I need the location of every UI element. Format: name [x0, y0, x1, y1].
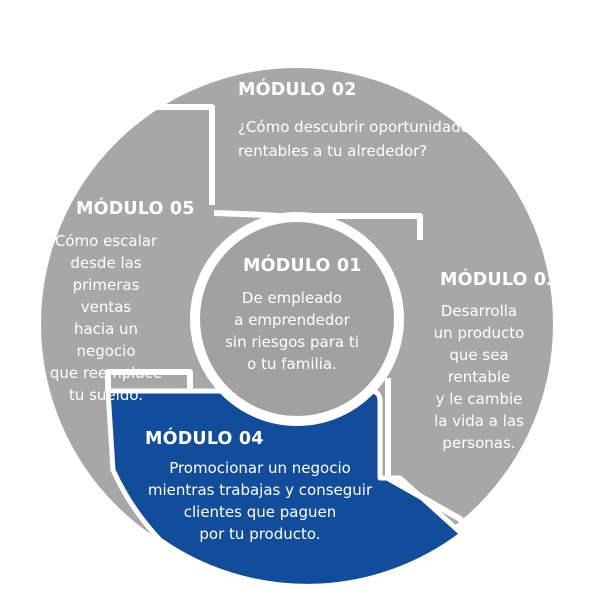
module-05-title: MÓDULO 05 [76, 199, 195, 219]
module-01-title: MÓDULO 01 [243, 256, 362, 276]
separator-05-02 [95, 104, 215, 205]
module-02-text: ¿Cómo descubrir oportunidades rentables … [238, 118, 478, 160]
module-02-title: MÓDULO 02 [238, 80, 357, 100]
module-05-text: Cómo escalar desde las primeras ventas h… [49, 232, 163, 404]
module-04-title: MÓDULO 04 [145, 429, 264, 449]
center-circle [190, 212, 404, 426]
separator-05-04 [105, 369, 193, 391]
module-04-segment [105, 388, 465, 589]
separator-03-04 [385, 378, 464, 523]
module-03-text: Desarrolla un producto que sea rentable … [433, 302, 525, 452]
module-01-text: De empleado a emprendedor sin riesgos pa… [225, 289, 359, 373]
module-04-text: Promocionar un negocio mientras trabajas… [147, 459, 373, 543]
module-03-title: MÓDULO 03 [440, 270, 559, 290]
